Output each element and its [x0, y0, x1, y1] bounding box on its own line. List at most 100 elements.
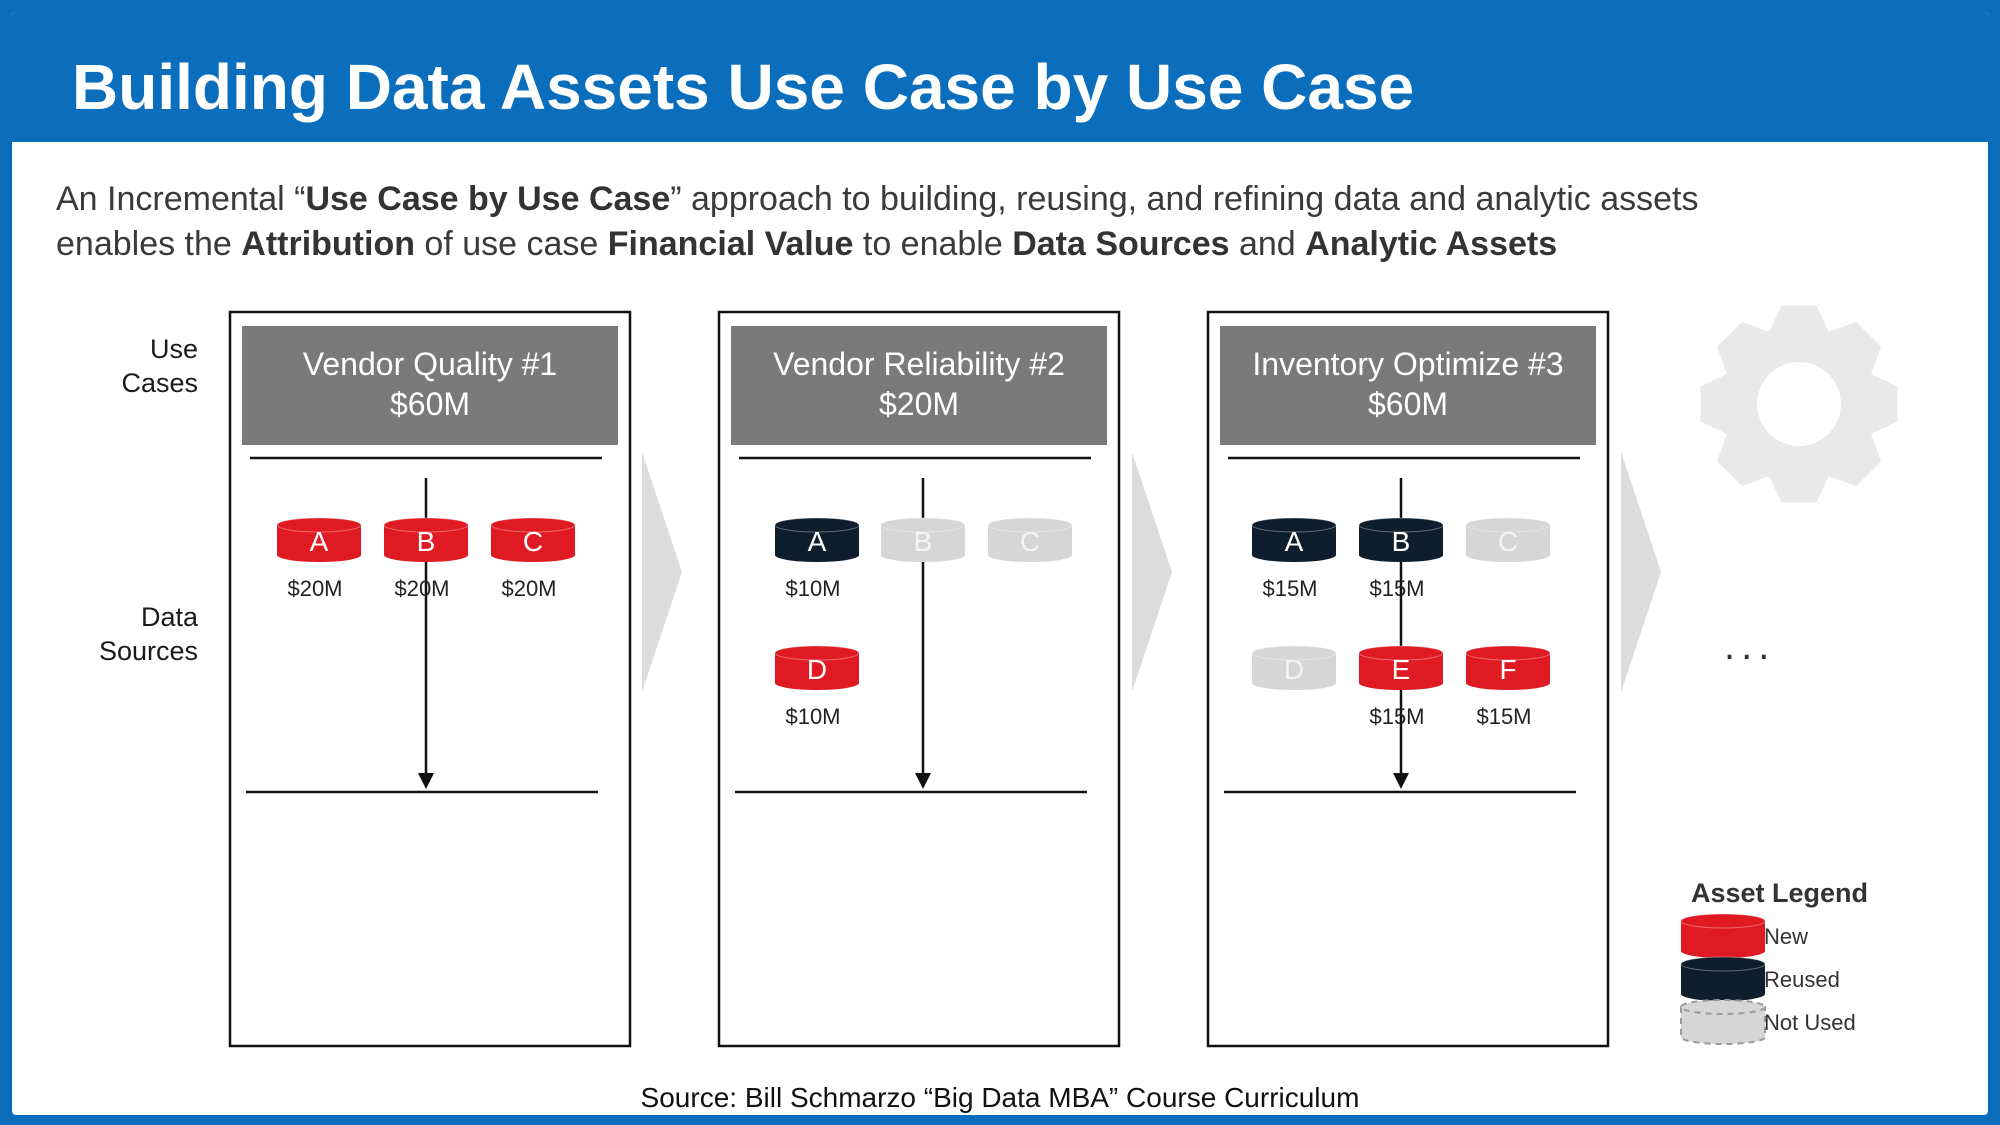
data-source-d: D — [1251, 645, 1337, 690]
title-bar: Building Data Assets Use Case by Use Cas… — [12, 12, 1988, 142]
cylinder-top — [1465, 517, 1551, 533]
use-case-value: $60M — [1368, 386, 1448, 422]
data-source-letter: F — [1499, 654, 1516, 685]
cylinder-body — [1466, 525, 1550, 562]
data-source-letter: A — [808, 526, 827, 557]
use-case-name: Vendor Reliability #2 — [773, 346, 1065, 382]
subtitle-text: of use case — [414, 225, 608, 263]
cylinder-top — [880, 517, 966, 533]
subtitle-emphasis: Analytic Assets — [1305, 225, 1558, 263]
use-case-name: Vendor Quality #1 — [303, 346, 557, 382]
subtitle-emphasis: Financial Value — [607, 225, 854, 263]
cylinder-top — [774, 517, 860, 533]
cylinder-top — [276, 517, 362, 533]
data-source-value: $20M — [394, 576, 449, 601]
cylinder-body — [491, 525, 575, 562]
flow-chevron — [1132, 452, 1172, 692]
data-source-a: A — [276, 517, 362, 562]
subtitle-text: enables the — [56, 225, 242, 263]
legend-not-used-swatch — [1680, 999, 1766, 1045]
cylinder-top — [1251, 517, 1337, 533]
data-source-letter: C — [523, 526, 543, 557]
data-source-c: C — [490, 517, 576, 562]
data-source-value: $20M — [287, 576, 342, 601]
cylinder-body — [1681, 921, 1765, 958]
cylinder-body — [1359, 653, 1443, 690]
cylinder-body — [1252, 653, 1336, 690]
data-source-f: F — [1465, 645, 1551, 690]
source-citation: Source: Bill Schmarzo “Big Data MBA” Cou… — [640, 1082, 1360, 1113]
data-source-letter: C — [1498, 526, 1518, 557]
subtitle-text: An Incremental “ — [56, 180, 306, 218]
use-case-header — [1220, 326, 1596, 445]
cylinder-top — [1465, 645, 1551, 661]
data-source-letter: C — [1020, 526, 1040, 557]
cylinder-top — [383, 517, 469, 533]
cylinder-top — [1680, 956, 1766, 972]
use-case-value: $60M — [390, 386, 470, 422]
arrow-head — [915, 773, 931, 789]
subtitle-text: to enable — [853, 225, 1013, 263]
cylinder-body — [1252, 525, 1336, 562]
cylinder-top — [1680, 913, 1766, 929]
data-source-e: E — [1358, 645, 1444, 690]
subtitle-text: ” approach to building, reusing, and ref… — [670, 180, 1699, 218]
data-source-a: A — [1251, 517, 1337, 562]
arrow-head — [1393, 773, 1409, 789]
data-source-b: B — [880, 517, 966, 562]
cylinder-top — [1680, 999, 1766, 1015]
data-source-value: $15M — [1369, 704, 1424, 729]
legend-not-used-label: Not Used — [1764, 1010, 1856, 1035]
use-case-value: $20M — [879, 386, 959, 422]
legend-reused-label: Reused — [1764, 967, 1840, 992]
data-source-b: B — [383, 517, 469, 562]
data-source-value: $20M — [501, 576, 556, 601]
cylinder-body — [1359, 525, 1443, 562]
use-case-header — [242, 326, 618, 445]
cylinder-body — [775, 653, 859, 690]
data-source-value: $15M — [1476, 704, 1531, 729]
cylinder-body — [988, 525, 1072, 562]
data-source-value: $15M — [1262, 576, 1317, 601]
cylinder-top — [987, 517, 1073, 533]
slide-subtitle: An Incremental “Use Case by Use Case” ap… — [56, 177, 1956, 267]
data-sources-label-line: Data — [140, 602, 198, 632]
use-case-header — [731, 326, 1107, 445]
flow-chevron — [642, 452, 682, 692]
subtitle-emphasis: Attribution — [241, 225, 415, 263]
gear-hole — [1757, 362, 1841, 446]
cylinder-body — [775, 525, 859, 562]
use-cases-label: Use Cases — [92, 332, 198, 400]
data-source-letter: A — [1285, 526, 1304, 557]
more-use-cases-ellipsis: ... — [1724, 624, 1776, 668]
data-source-letter: B — [417, 526, 436, 557]
cylinder-top — [490, 517, 576, 533]
data-source-letter: B — [914, 526, 933, 557]
use-case-panel: Vendor Quality #1 $60M — [228, 310, 632, 1048]
data-source-value: $15M — [1369, 576, 1424, 601]
use-case-name: Inventory Optimize #3 — [1252, 346, 1563, 382]
data-source-letter: D — [807, 654, 827, 685]
data-source-a: A — [774, 517, 860, 562]
subtitle-emphasis: Data Sources — [1012, 225, 1230, 263]
subtitle-text: and — [1229, 225, 1306, 263]
arrow-head — [418, 773, 434, 789]
data-source-c: C — [1465, 517, 1551, 562]
data-source-value: $10M — [785, 704, 840, 729]
use-cases-label-line: Cases — [121, 368, 198, 398]
legend-reused-swatch — [1680, 956, 1766, 1001]
cylinder-top — [1358, 517, 1444, 533]
subtitle-emphasis: Use Case by Use Case — [305, 180, 671, 218]
use-cases-label-line: Use — [149, 334, 198, 364]
cylinder-body — [1681, 964, 1765, 1001]
cylinder-top — [774, 645, 860, 661]
data-source-b: B — [1358, 517, 1444, 562]
data-source-letter: A — [310, 526, 329, 557]
cylinder-body — [1466, 653, 1550, 690]
use-case-diagram: Vendor Quality #1 $60M Vendor Reliability … — [228, 305, 1898, 1048]
cylinder-top — [1358, 645, 1444, 661]
legend-new-label: New — [1764, 924, 1809, 949]
slide-title: Building Data Assets Use Case by Use Cas… — [72, 51, 1415, 123]
flow-chevron — [1621, 452, 1661, 692]
